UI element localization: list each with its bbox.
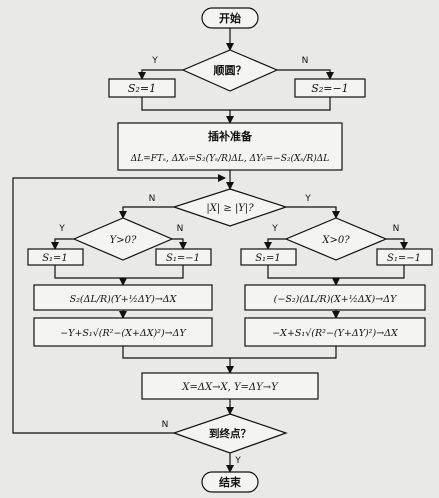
- edge-right-merge: [230, 346, 337, 359]
- ypos-question: Y>0?: [110, 235, 137, 246]
- s1-pos-left-box: [27, 248, 84, 266]
- branch-end-no: N: [162, 420, 169, 430]
- s1-pos-right-label: S₁=1: [255, 253, 281, 264]
- calc-left-1-label: S₂(ΔL/R)(Y+½ΔY)→ΔX: [70, 294, 178, 305]
- branch-smooth-no: N: [302, 56, 309, 66]
- branch-xpos-no: N: [393, 224, 400, 234]
- s2-neg-label: S₂=−1: [311, 82, 348, 95]
- branch-ypos-no: N: [177, 224, 184, 234]
- smooth-question: 顺圆？: [214, 63, 247, 77]
- edge-left-merge: [122, 346, 230, 359]
- xpos-question: X>0?: [321, 235, 350, 246]
- s2-pos-box: [108, 78, 176, 98]
- edge-xpos-yes: [264, 238, 286, 250]
- branch-xy-yes: Y: [304, 194, 311, 204]
- s1-pos-right-box: [240, 248, 297, 266]
- edge-ypos-no: [172, 238, 187, 250]
- edge-xy-no: [119, 206, 174, 219]
- edge-xpos-no: [386, 238, 408, 250]
- s2-pos-label: S₂=1: [128, 82, 156, 95]
- branch-xpos-yes: Y: [271, 224, 278, 234]
- s1-neg-left-label: S₁=−1: [166, 253, 200, 264]
- edge-s2neg-merge: [230, 97, 331, 111]
- s2-neg-box: [294, 78, 366, 98]
- connectors: [12, 28, 408, 473]
- smooth-decision: [181, 49, 279, 92]
- edge-s1-left-a: [54, 265, 123, 279]
- edge-ypos-yes: [51, 238, 74, 250]
- start-label: 开始: [219, 11, 241, 25]
- edge-s1-right-b: [336, 265, 405, 279]
- branch-smooth-yes: Y: [151, 56, 158, 66]
- edge-smooth-no: [277, 69, 334, 80]
- s1-neg-right-box: [376, 248, 433, 266]
- start-terminal: [201, 7, 259, 29]
- xy-decision: [172, 188, 288, 227]
- s1-pos-left-label: S₁=1: [42, 253, 68, 264]
- end-decision: [172, 413, 288, 454]
- branch-xy-no: N: [149, 194, 156, 204]
- update-label: X=ΔX→X, Y=ΔY→Y: [181, 382, 279, 393]
- edge-s1-left-b: [123, 265, 184, 279]
- s1-neg-left-box: [155, 248, 212, 266]
- xpos-decision: [284, 217, 388, 261]
- calc-right-1-label: (−S₂)(ΔL/R)(X+½ΔX)→ΔY: [274, 294, 398, 305]
- end-question: 到终点？: [209, 427, 251, 440]
- edge-s1-right-a: [267, 265, 336, 279]
- prep-box: [117, 122, 343, 171]
- ypos-decision: [72, 217, 174, 261]
- edge-s2pos-merge: [141, 97, 230, 111]
- calc-left-2-box: [33, 317, 213, 347]
- calc-right-2-box: [244, 317, 426, 347]
- calc-left-1-box: [33, 284, 213, 311]
- calc-right-1-box: [244, 284, 426, 311]
- branch-end-yes: Y: [234, 456, 241, 466]
- edge-xy-yes: [286, 206, 340, 219]
- calc-left-2-label: −Y+S₁√(R²−(X+ΔX)²)→ΔY: [60, 328, 187, 339]
- branch-ypos-yes: Y: [58, 224, 65, 234]
- end-terminal: [201, 471, 259, 493]
- s1-neg-right-label: S₁=−1: [387, 253, 421, 264]
- edge-smooth-yes: [138, 69, 183, 80]
- prep-formula: ΔL=FTₛ, ΔX₀=S₂(Yₛ/R)ΔL, ΔY₀=−S₂(Xₛ/R)ΔL: [130, 153, 330, 164]
- prep-title: 插补准备: [208, 129, 253, 143]
- update-box: [141, 372, 319, 400]
- end-label: 结束: [218, 475, 242, 489]
- xy-question: |X| ≥ |Y|?: [206, 203, 254, 214]
- edge-end-no-loop: [12, 174, 226, 434]
- calc-right-2-label: −X+S₁√(R²−(Y+ΔY)²)→ΔX: [272, 328, 399, 339]
